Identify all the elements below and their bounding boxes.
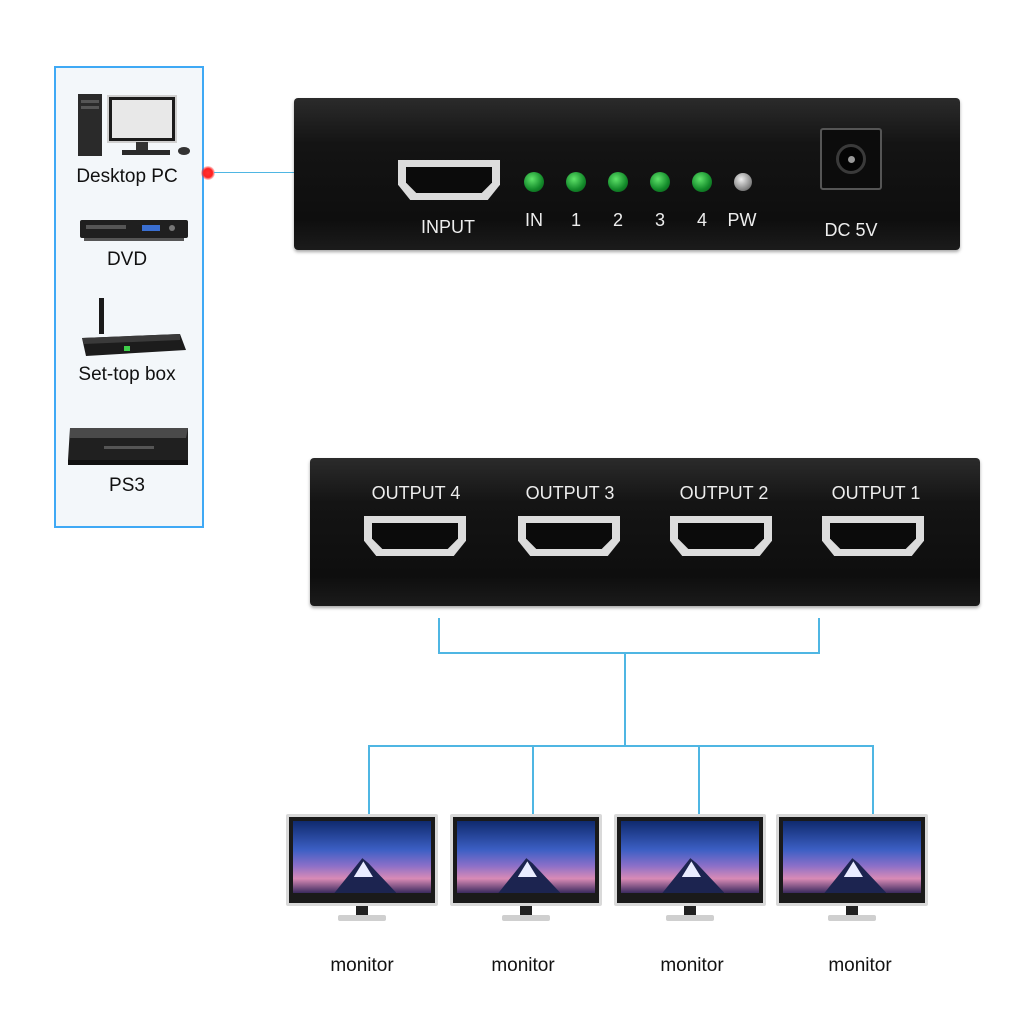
led-label-pw: PW <box>727 210 757 230</box>
monitor-drop-1 <box>368 745 370 815</box>
output-label-1: OUTPUT 1 <box>831 483 921 503</box>
led-1 <box>566 172 586 192</box>
monitor-label-4: monitor <box>828 955 892 976</box>
monitor-screen <box>783 821 921 893</box>
hdmi-output-port-4 <box>364 516 466 556</box>
monitor-3 <box>614 814 766 924</box>
led-label-3: 3 <box>654 210 665 230</box>
hdmi-output-port-1 <box>822 516 924 556</box>
monitor-label-2: monitor <box>491 955 555 976</box>
monitor-label-3: monitor <box>660 955 724 976</box>
source-label-desktop-pc: Desktop PC <box>76 166 178 187</box>
led-in <box>524 172 544 192</box>
monitor-distribution-bar <box>368 745 874 747</box>
desktop-pc-icon <box>78 94 190 156</box>
monitor-screen <box>293 821 431 893</box>
output-bracket-right <box>818 618 820 654</box>
output-label-4: OUTPUT 4 <box>371 483 461 503</box>
output-label-3: OUTPUT 3 <box>525 483 615 503</box>
led-2 <box>608 172 628 192</box>
source-label-ps3: PS3 <box>109 475 145 496</box>
led-power <box>734 173 752 191</box>
output-label-2: OUTPUT 2 <box>679 483 769 503</box>
monitor-drop-2 <box>532 745 534 815</box>
dc-power-label: DC 5V <box>824 220 878 240</box>
input-port-label: INPUT <box>421 217 475 237</box>
led-label-2: 2 <box>612 210 623 230</box>
led-3 <box>650 172 670 192</box>
monitor-screen <box>621 821 759 893</box>
hdmi-output-port-3 <box>518 516 620 556</box>
source-label-dvd: DVD <box>106 249 148 270</box>
input-connection-indicator <box>201 166 215 180</box>
source-label-set-top-box: Set-top box <box>78 364 176 385</box>
dvd-player-icon <box>80 220 188 241</box>
output-bracket-left <box>438 618 440 654</box>
led-label-1: 1 <box>570 210 581 230</box>
monitor-label-1: monitor <box>330 955 394 976</box>
dc-power-jack <box>820 128 882 190</box>
monitor-4 <box>776 814 928 924</box>
monitor-screen <box>457 821 595 893</box>
set-top-box-icon <box>82 298 186 356</box>
led-label-in: IN <box>525 210 543 230</box>
output-bracket-bar <box>438 652 820 654</box>
monitor-drop-4 <box>872 745 874 815</box>
led-label-4: 4 <box>696 210 707 230</box>
led-4 <box>692 172 712 192</box>
monitor-2 <box>450 814 602 924</box>
hdmi-output-port-2 <box>670 516 772 556</box>
monitor-drop-3 <box>698 745 700 815</box>
hdmi-input-port <box>398 160 500 200</box>
output-trunk-line <box>624 652 626 746</box>
monitor-1 <box>286 814 438 924</box>
ps3-console-icon <box>68 428 188 465</box>
